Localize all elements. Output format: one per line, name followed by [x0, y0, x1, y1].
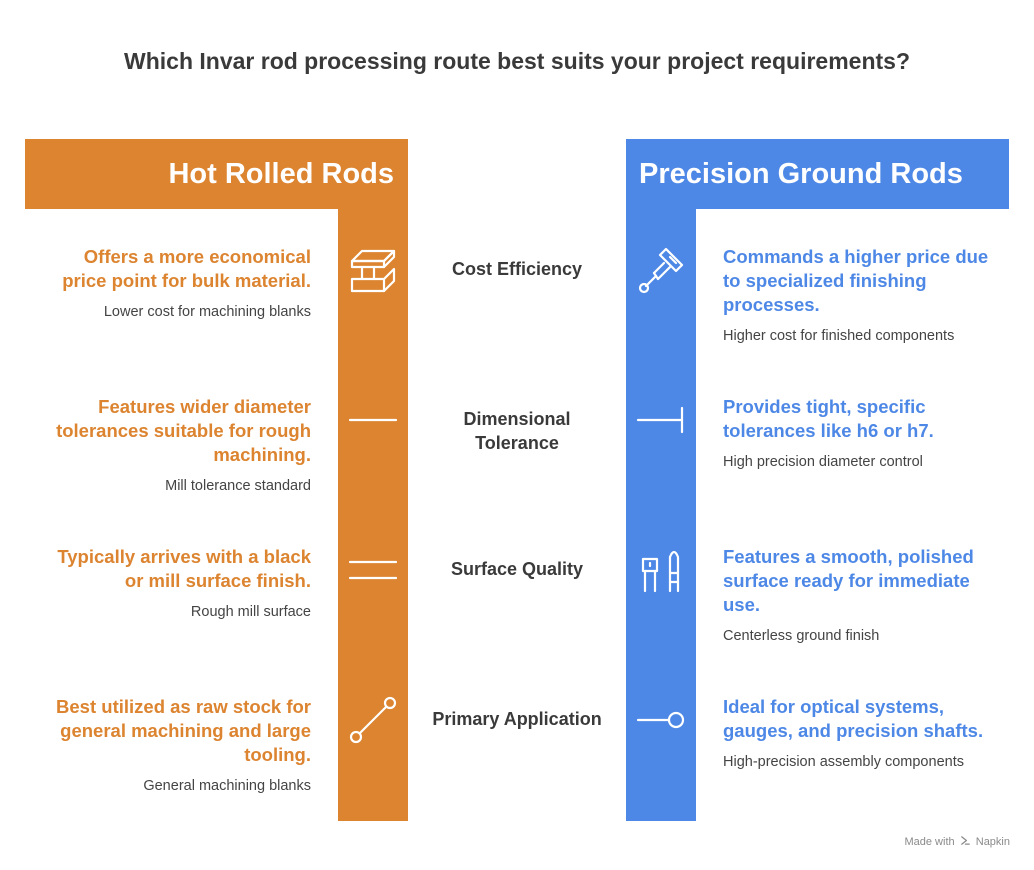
line-with-endstop-icon [636, 395, 686, 445]
piston-icon [636, 245, 686, 295]
row-cost-right-text: Commands a higher price due to specializ… [723, 245, 1003, 345]
row-subtext: Mill tolerance standard [165, 478, 311, 494]
row-tolerance-left-text: Features wider diameter tolerances suita… [40, 395, 311, 495]
row-cost-left-text: Offers a more economical price point for… [40, 245, 311, 321]
row-headline: Best utilized as raw stock for general m… [56, 696, 311, 765]
row-surface-right-text: Features a smooth, polished surface read… [723, 545, 1003, 645]
row-tolerance-right-text: Provides tight, specific tolerances like… [723, 395, 1003, 471]
category-dimensional-tolerance: Dimensional Tolerance [463, 409, 571, 453]
precision-ground-header: Precision Ground Rods [626, 139, 1009, 209]
made-with-napkin-footer[interactable]: Made with Napkin [904, 835, 1010, 849]
row-headline: Features a smooth, polished surface read… [723, 546, 974, 615]
row-subtext: High precision diameter control [723, 454, 923, 470]
polish-tools-icon [636, 545, 686, 595]
row-subtext: Lower cost for machining blanks [103, 304, 311, 320]
hot-rolled-header: Hot Rolled Rods [25, 139, 408, 209]
diagonal-link-icon [348, 695, 398, 745]
row-application-right-text: Ideal for optical systems, gauges, and p… [723, 695, 1003, 771]
row-headline: Commands a higher price due to specializ… [723, 246, 989, 315]
row-headline: Offers a more economical price point for… [62, 246, 311, 291]
footer-brand: Napkin [975, 835, 1010, 848]
category-surface-quality: Surface Quality [450, 559, 584, 579]
page-title: Which Invar rod processing route best su… [124, 48, 910, 74]
row-subtext: General machining blanks [143, 778, 311, 794]
steel-beam-icon [348, 245, 398, 295]
category-primary-application: Primary Application [432, 709, 602, 729]
row-headline: Typically arrives with a black or mill s… [57, 546, 311, 591]
line-icon [348, 395, 398, 445]
row-headline: Provides tight, specific tolerances like… [723, 396, 934, 441]
footer-text: Made with [904, 835, 955, 848]
double-line-icon [348, 545, 398, 595]
row-subtext: High-precision assembly components [723, 754, 964, 770]
napkin-logo-icon [960, 835, 971, 849]
row-subtext: Centerless ground finish [723, 628, 880, 644]
row-headline: Features wider diameter tolerances suita… [56, 396, 311, 465]
row-surface-left-text: Typically arrives with a black or mill s… [40, 545, 311, 621]
row-headline: Ideal for optical systems, gauges, and p… [723, 696, 984, 741]
line-with-circle-icon [636, 695, 686, 745]
row-subtext: Rough mill surface [190, 604, 311, 620]
row-subtext: Higher cost for finished components [723, 328, 955, 344]
category-cost-efficiency: Cost Efficiency [451, 259, 583, 279]
row-application-left-text: Best utilized as raw stock for general m… [40, 695, 311, 795]
